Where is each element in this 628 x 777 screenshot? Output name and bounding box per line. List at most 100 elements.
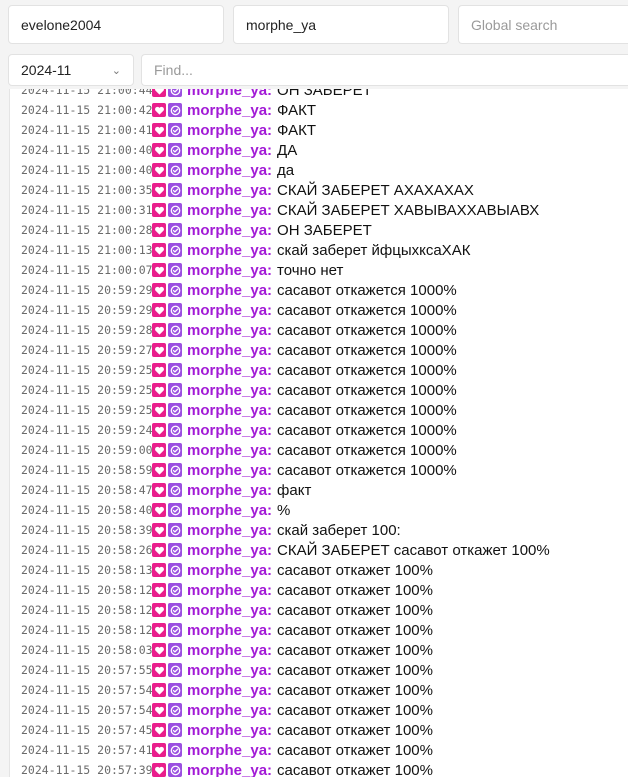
heart-badge-icon[interactable] (152, 383, 166, 397)
message-username[interactable]: morphe_ya: (187, 681, 273, 699)
month-select[interactable]: 2024-11 ⌄ (8, 54, 134, 86)
heart-badge-icon[interactable] (152, 203, 166, 217)
message-username[interactable]: morphe_ya: (187, 321, 273, 339)
message-username[interactable]: morphe_ya: (187, 641, 273, 659)
heart-badge-icon[interactable] (152, 603, 166, 617)
verified-check-badge-icon[interactable] (168, 89, 182, 97)
heart-badge-icon[interactable] (152, 123, 166, 137)
verified-check-badge-icon[interactable] (168, 423, 182, 437)
heart-badge-icon[interactable] (152, 283, 166, 297)
heart-badge-icon[interactable] (152, 403, 166, 417)
message-username[interactable]: morphe_ya: (187, 381, 273, 399)
verified-check-badge-icon[interactable] (168, 463, 182, 477)
message-username[interactable]: morphe_ya: (187, 581, 273, 599)
message-username[interactable]: morphe_ya: (187, 561, 273, 579)
heart-badge-icon[interactable] (152, 543, 166, 557)
heart-badge-icon[interactable] (152, 243, 166, 257)
message-username[interactable]: morphe_ya: (187, 301, 273, 319)
heart-badge-icon[interactable] (152, 183, 166, 197)
message-username[interactable]: morphe_ya: (187, 361, 273, 379)
verified-check-badge-icon[interactable] (168, 283, 182, 297)
verified-check-badge-icon[interactable] (168, 603, 182, 617)
heart-badge-icon[interactable] (152, 723, 166, 737)
verified-check-badge-icon[interactable] (168, 323, 182, 337)
message-username[interactable]: morphe_ya: (187, 421, 273, 439)
message-username[interactable]: morphe_ya: (187, 121, 273, 139)
message-username[interactable]: morphe_ya: (187, 161, 273, 179)
message-username[interactable]: morphe_ya: (187, 761, 273, 777)
verified-check-badge-icon[interactable] (168, 703, 182, 717)
verified-check-badge-icon[interactable] (168, 123, 182, 137)
heart-badge-icon[interactable] (152, 743, 166, 757)
heart-badge-icon[interactable] (152, 423, 166, 437)
heart-badge-icon[interactable] (152, 683, 166, 697)
heart-badge-icon[interactable] (152, 503, 166, 517)
verified-check-badge-icon[interactable] (168, 143, 182, 157)
verified-check-badge-icon[interactable] (168, 743, 182, 757)
heart-badge-icon[interactable] (152, 363, 166, 377)
message-username[interactable]: morphe_ya: (187, 701, 273, 719)
heart-badge-icon[interactable] (152, 89, 166, 97)
verified-check-badge-icon[interactable] (168, 563, 182, 577)
heart-badge-icon[interactable] (152, 343, 166, 357)
verified-check-badge-icon[interactable] (168, 583, 182, 597)
heart-badge-icon[interactable] (152, 323, 166, 337)
message-username[interactable]: morphe_ya: (187, 661, 273, 679)
heart-badge-icon[interactable] (152, 583, 166, 597)
verified-check-badge-icon[interactable] (168, 483, 182, 497)
heart-badge-icon[interactable] (152, 643, 166, 657)
verified-check-badge-icon[interactable] (168, 183, 182, 197)
global-search-input[interactable]: Global search (458, 5, 628, 44)
heart-badge-icon[interactable] (152, 443, 166, 457)
message-username[interactable]: morphe_ya: (187, 521, 273, 539)
verified-check-badge-icon[interactable] (168, 523, 182, 537)
verified-check-badge-icon[interactable] (168, 683, 182, 697)
verified-check-badge-icon[interactable] (168, 503, 182, 517)
heart-badge-icon[interactable] (152, 623, 166, 637)
verified-check-badge-icon[interactable] (168, 663, 182, 677)
message-username[interactable]: morphe_ya: (187, 441, 273, 459)
find-input[interactable]: Find... (141, 54, 628, 86)
heart-badge-icon[interactable] (152, 143, 166, 157)
heart-badge-icon[interactable] (152, 303, 166, 317)
verified-check-badge-icon[interactable] (168, 403, 182, 417)
verified-check-badge-icon[interactable] (168, 203, 182, 217)
message-username[interactable]: morphe_ya: (187, 541, 273, 559)
verified-check-badge-icon[interactable] (168, 363, 182, 377)
message-username[interactable]: morphe_ya: (187, 481, 273, 499)
channel-input[interactable]: evelone2004 (8, 5, 224, 44)
message-username[interactable]: morphe_ya: (187, 141, 273, 159)
username-input[interactable]: morphe_ya (233, 5, 449, 44)
message-username[interactable]: morphe_ya: (187, 181, 273, 199)
verified-check-badge-icon[interactable] (168, 723, 182, 737)
message-username[interactable]: morphe_ya: (187, 341, 273, 359)
heart-badge-icon[interactable] (152, 523, 166, 537)
message-username[interactable]: morphe_ya: (187, 461, 273, 479)
heart-badge-icon[interactable] (152, 563, 166, 577)
message-username[interactable]: morphe_ya: (187, 621, 273, 639)
heart-badge-icon[interactable] (152, 223, 166, 237)
verified-check-badge-icon[interactable] (168, 263, 182, 277)
heart-badge-icon[interactable] (152, 483, 166, 497)
verified-check-badge-icon[interactable] (168, 303, 182, 317)
heart-badge-icon[interactable] (152, 763, 166, 777)
message-username[interactable]: morphe_ya: (187, 101, 273, 119)
verified-check-badge-icon[interactable] (168, 543, 182, 557)
message-username[interactable]: morphe_ya: (187, 241, 273, 259)
heart-badge-icon[interactable] (152, 163, 166, 177)
heart-badge-icon[interactable] (152, 663, 166, 677)
verified-check-badge-icon[interactable] (168, 623, 182, 637)
message-username[interactable]: morphe_ya: (187, 201, 273, 219)
message-username[interactable]: morphe_ya: (187, 601, 273, 619)
heart-badge-icon[interactable] (152, 103, 166, 117)
message-username[interactable]: morphe_ya: (187, 721, 273, 739)
message-username[interactable]: morphe_ya: (187, 401, 273, 419)
message-username[interactable]: morphe_ya: (187, 501, 273, 519)
message-username[interactable]: morphe_ya: (187, 221, 273, 239)
message-username[interactable]: morphe_ya: (187, 741, 273, 759)
message-username[interactable]: morphe_ya: (187, 261, 273, 279)
message-username[interactable]: morphe_ya: (187, 89, 273, 99)
verified-check-badge-icon[interactable] (168, 763, 182, 777)
message-username[interactable]: morphe_ya: (187, 281, 273, 299)
